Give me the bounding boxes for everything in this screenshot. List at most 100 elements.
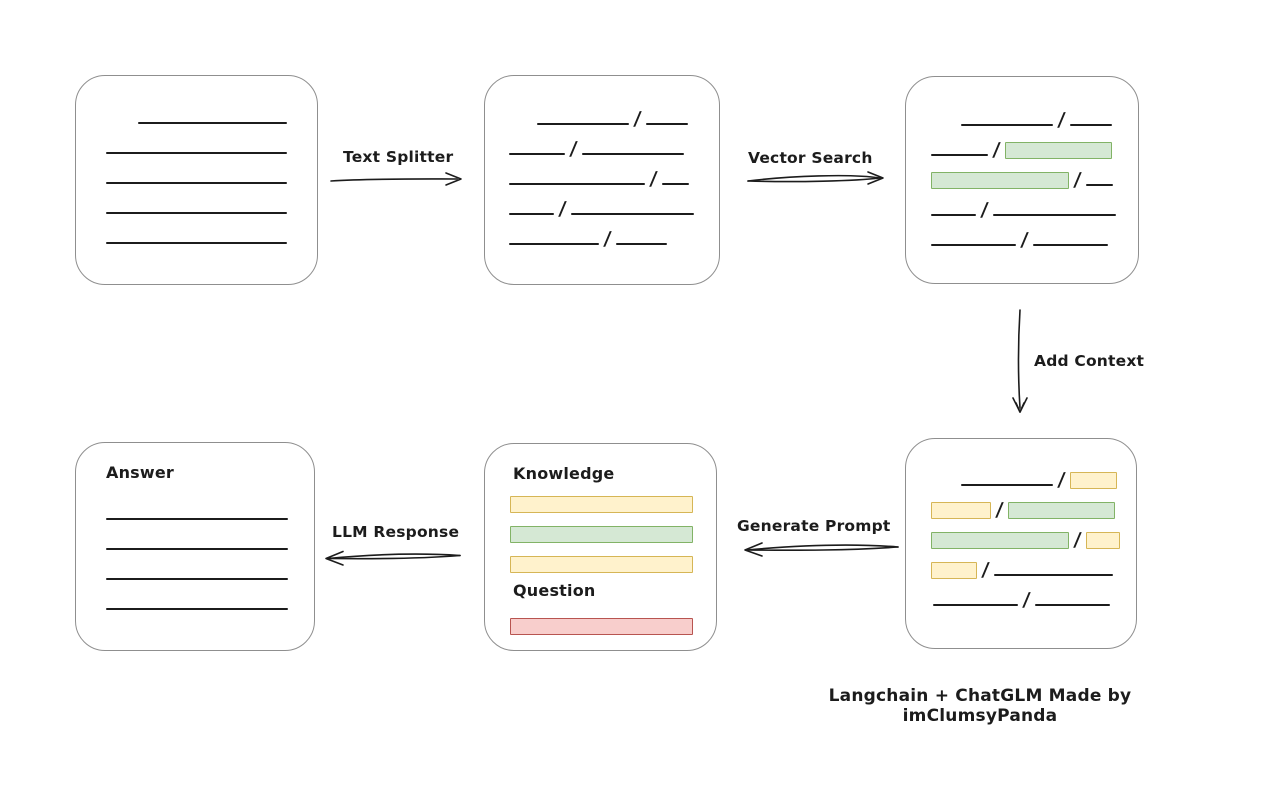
text-line	[106, 548, 288, 550]
text-line	[106, 152, 287, 154]
text-line-row: /	[931, 222, 1138, 252]
text-line	[1085, 184, 1113, 186]
text-line	[570, 213, 694, 215]
slash-separator: /	[568, 138, 579, 160]
text-line	[106, 578, 288, 580]
text-line-row: /	[509, 161, 719, 191]
slash-separator: /	[632, 108, 643, 130]
slash-separator: /	[648, 168, 659, 190]
box-heading: Question	[513, 580, 596, 600]
llm-response-arrow-label: LLM Response	[332, 523, 460, 541]
slash-separator: /	[1021, 589, 1032, 611]
slash-separator: /	[1056, 469, 1067, 491]
text-line	[106, 212, 287, 214]
text-line	[106, 608, 288, 610]
text-line	[615, 243, 667, 245]
text-line	[992, 214, 1116, 216]
text-line-row: /	[537, 101, 719, 131]
source-document-box	[75, 75, 318, 285]
text-line	[931, 214, 976, 216]
add-context-arrow	[1012, 309, 1028, 413]
slash-separator: /	[557, 198, 568, 220]
chunk-highlight-yellow	[510, 496, 693, 513]
text-line	[645, 123, 688, 125]
generate-prompt-arrow	[744, 542, 899, 557]
text-line	[961, 124, 1053, 126]
text-line-row: Question	[513, 576, 716, 604]
text-line	[509, 213, 554, 215]
text-line-row: /	[931, 192, 1138, 222]
text-line	[961, 484, 1053, 486]
chunk-highlight-yellow	[1069, 472, 1117, 489]
text-line	[1034, 604, 1110, 606]
text-line	[509, 183, 645, 185]
text-splitter-arrow-label: Text Splitter	[343, 148, 454, 166]
text-line-row	[106, 160, 317, 190]
chunk-highlight-green	[510, 526, 693, 543]
text-line-row: /	[931, 552, 1136, 582]
slash-separator: /	[979, 199, 990, 221]
text-line-row	[510, 608, 716, 638]
text-line-row	[106, 220, 317, 250]
slash-separator: /	[1056, 109, 1067, 131]
attribution-caption: Langchain + ChatGLM Made by imClumsyPand…	[828, 686, 1132, 726]
chunk-highlight-green	[1004, 142, 1112, 159]
text-line	[106, 182, 287, 184]
slash-separator: /	[1072, 169, 1083, 191]
text-line-row: /	[931, 132, 1138, 162]
text-line	[509, 153, 565, 155]
question-highlight-red	[510, 618, 693, 635]
text-line	[581, 153, 684, 155]
text-line-row	[106, 496, 314, 526]
text-line-row: /	[961, 102, 1138, 132]
generate-prompt-arrow-label: Generate Prompt	[737, 517, 891, 535]
chunk-highlight-green	[931, 532, 1069, 549]
chunk-highlight-yellow	[510, 556, 693, 573]
vector-search-arrow-label: Vector Search	[748, 149, 873, 167]
text-line-row: /	[509, 221, 719, 251]
text-line-row: /	[933, 582, 1136, 612]
vector-search-arrow	[747, 171, 884, 185]
text-line	[509, 243, 599, 245]
chunk-highlight-yellow	[931, 502, 991, 519]
text-line-row	[106, 190, 317, 220]
text-line	[661, 183, 689, 185]
text-line-row	[106, 556, 314, 586]
text-line	[993, 574, 1113, 576]
context-chunks-box: / / / / /	[905, 438, 1137, 649]
chunk-highlight-green	[1007, 502, 1115, 519]
slash-separator: /	[602, 228, 613, 250]
text-splitter-arrow	[330, 172, 462, 186]
text-line	[138, 122, 287, 124]
text-line	[1069, 124, 1112, 126]
text-line-row	[106, 586, 314, 616]
split-chunks-box: / / / / /	[484, 75, 720, 285]
text-line-row	[510, 516, 716, 546]
text-line	[106, 518, 288, 520]
text-line-row	[510, 546, 716, 576]
box-heading: Knowledge	[513, 463, 615, 483]
text-line	[1032, 244, 1108, 246]
text-line-row: /	[509, 131, 719, 161]
text-line-row	[138, 100, 317, 130]
text-line-row: /	[931, 522, 1136, 552]
text-line	[106, 242, 287, 244]
chunk-highlight-green	[931, 172, 1069, 189]
slash-separator: /	[980, 559, 991, 581]
answer-box: Answer	[75, 442, 315, 651]
text-line-row	[106, 526, 314, 556]
text-line-row: Answer	[106, 459, 314, 485]
text-line	[931, 244, 1016, 246]
slash-separator: /	[994, 499, 1005, 521]
text-line-row: /	[961, 462, 1136, 492]
text-line	[933, 604, 1018, 606]
text-line-row: /	[931, 492, 1136, 522]
text-line-row: /	[931, 162, 1138, 192]
retrieved-chunks-box: /////	[905, 76, 1139, 284]
slash-separator: /	[1072, 529, 1083, 551]
text-line-row: /	[509, 191, 719, 221]
add-context-arrow-label: Add Context	[1034, 352, 1145, 370]
slash-separator: /	[1019, 229, 1030, 251]
